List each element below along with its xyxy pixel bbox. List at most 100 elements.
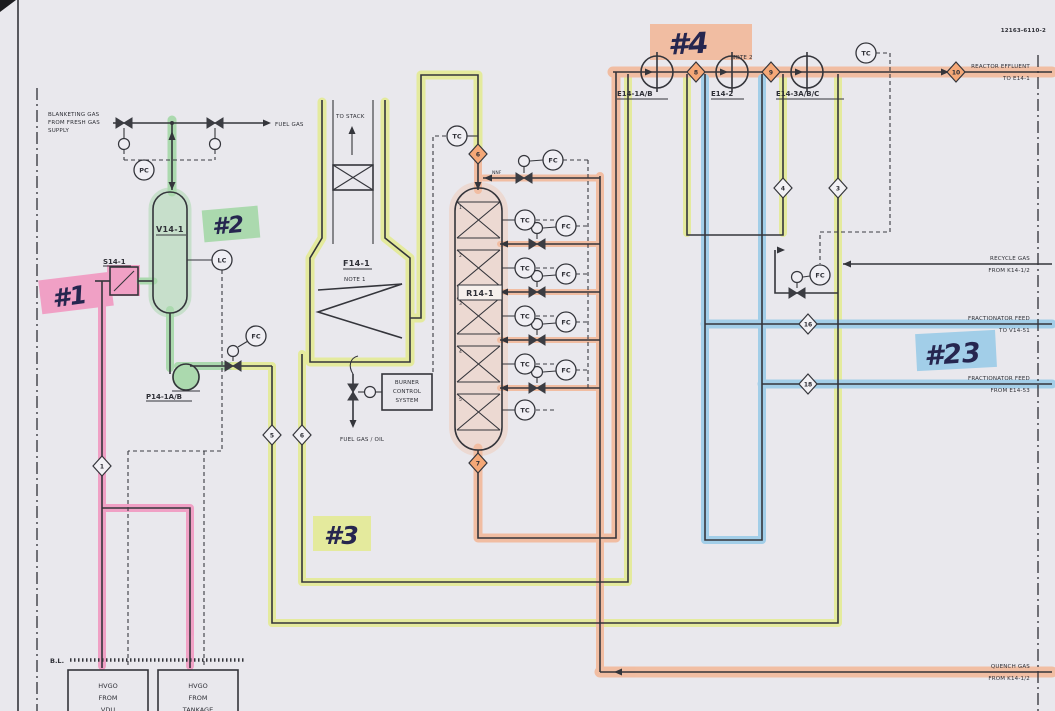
nnf-label: NNF (492, 170, 502, 176)
connector-number: 16 (804, 322, 812, 329)
instrument-tag: FC (251, 333, 260, 341)
exchanger-e14-1ab-icon (640, 55, 674, 89)
instrument-tag: FC (561, 271, 570, 279)
fc-controller-icon (809, 264, 831, 286)
instrument-tag: TC (861, 50, 870, 58)
instrument-tag: TC (520, 265, 529, 273)
instrument-tag: TC (520, 217, 529, 225)
vessel-v14-1-label: V14-1 (156, 225, 184, 234)
fc-controller-icon (555, 215, 577, 237)
furnace-f14-1 (309, 100, 411, 363)
exchanger-e14-1ab-label: E14-1A/B (617, 90, 653, 98)
furnace-coil (315, 283, 403, 339)
quench-valve-icon (528, 334, 546, 346)
drawing-borders (17, 0, 1039, 711)
note2-label: NOTE 2 (731, 55, 753, 61)
blanketing-gas-label: BLANKETING GAS (48, 112, 100, 118)
connector-number: 3 (836, 186, 840, 193)
quench-valve-icon (528, 382, 546, 394)
battery-limit-label: B.L. (50, 657, 64, 665)
fractionator-feed-to-label: FRACTIONATOR FEED (968, 316, 1030, 322)
bed-number: 2 (459, 253, 462, 259)
fc-controller-icon (542, 149, 564, 171)
hvgo-tankage-label: FROM (189, 694, 208, 702)
blanketing-valve-1-icon (115, 117, 133, 129)
connector-number: 4 (781, 186, 785, 193)
exchanger-e14-2-icon (715, 55, 749, 89)
instrument-tag: TC (520, 313, 529, 321)
connector-number: 8 (694, 70, 698, 77)
blanketing-valve-2-icon (206, 117, 224, 129)
instrument-tag: FC (561, 223, 570, 231)
line-connector-diamonds: 1 5 6 6 7 8 9 10 4 3 16 18 (92, 61, 966, 477)
pump-p14-1ab (172, 363, 200, 391)
recycle-gas-label: RECYCLE GAS (990, 256, 1030, 262)
lc-controller-icon (211, 249, 233, 271)
bed-number: 5 (459, 397, 462, 403)
burner-control-label: BURNER (395, 380, 419, 386)
connector-number: 5 (270, 433, 274, 440)
fc-controller-icon (555, 359, 577, 381)
to-stack-label: TO STACK (335, 114, 365, 120)
handwritten-annotations: #1 #2 #3 #4 #23 (50, 26, 981, 550)
valve-actuator-icon (117, 137, 131, 151)
tc-controller-icon (446, 125, 468, 147)
hvgo-tankage-label: TANKAGE (182, 706, 213, 711)
fuel-gas-label: FUEL GAS (275, 122, 304, 128)
exchanger-e14-2-label: E14-2 (711, 90, 733, 98)
blanketing-gas-label: SUPPLY (48, 128, 69, 134)
annotation-4: #4 (667, 26, 709, 62)
hvgo-vdu-label: HVGO (98, 682, 118, 690)
text-labels: 12163-6110-2 BLANKETING GAS FROM FRESH G… (48, 28, 1046, 711)
connector-number: 6 (300, 433, 304, 440)
annotation-3: #3 (324, 521, 359, 550)
reactor-effluent-label: REACTOR EFFLUENT (971, 64, 1030, 70)
burner-control-box (381, 373, 433, 411)
tc-controller-icon (514, 257, 536, 279)
connector-number: 10 (952, 70, 960, 77)
annotation-23: #23 (923, 337, 981, 372)
connector-number: 9 (769, 70, 773, 77)
instrument-tag: FC (561, 367, 570, 375)
instrument-tag: TC (520, 361, 529, 369)
fractionator-feed-from-label: FRACTIONATOR FEED (968, 376, 1030, 382)
fc-controller-icon (245, 325, 267, 347)
furnace-f14-1-label: F14-1 (343, 259, 370, 268)
connector-number: 1 (100, 464, 104, 471)
stack-damper-icon (332, 164, 374, 191)
bed-number: 4 (459, 349, 462, 355)
instrument-bubbles: PC LC FC TC FC FC FC FC FC TC TC TC TC T… (133, 42, 877, 421)
connector-number: 18 (804, 382, 812, 389)
scan-corner-artifact (0, 0, 16, 12)
annotation-2: #2 (211, 212, 245, 241)
pc-controller-icon (133, 159, 155, 181)
instrument-tag: FC (561, 319, 570, 327)
tc-controller-icon (514, 399, 536, 421)
hvgo-tankage-label: HVGO (188, 682, 208, 690)
fuel-gas-oil-label: FUEL GAS / OIL (340, 437, 385, 443)
burner-fuel-valve-icon (347, 383, 359, 401)
bed-number: 3 (459, 301, 462, 307)
instrument-tag: PC (139, 167, 149, 175)
hvgo-vdu-label: VDU (101, 706, 115, 711)
connector-number: 7 (476, 461, 480, 468)
bed-number: 1 (459, 205, 462, 211)
hvgo-vdu-label: FROM (99, 694, 118, 702)
exchanger-e14-3abc-label: E14-3A/B/C (776, 90, 819, 98)
valve-actuator-icon (208, 137, 222, 151)
quench-valve-icon (528, 238, 546, 250)
instrument-tag: FC (548, 157, 557, 165)
instrument-tag: TC (452, 133, 461, 141)
annotation-1: #1 (50, 280, 88, 314)
quench-gas-label: FROM K14-1/2 (988, 676, 1030, 682)
reactor-effluent-label: TO E14-1 (1002, 76, 1030, 82)
instrument-tag: LC (218, 257, 227, 265)
quench-valve-icon (528, 286, 546, 298)
pump-p14-1ab-label: P14-1A/B (146, 393, 182, 401)
quench-valve-icon (515, 172, 533, 184)
fc-controller-icon (555, 311, 577, 333)
tc-controller-icon (514, 305, 536, 327)
exchanger-symbols (640, 52, 824, 92)
fc-controller-icon (555, 263, 577, 285)
